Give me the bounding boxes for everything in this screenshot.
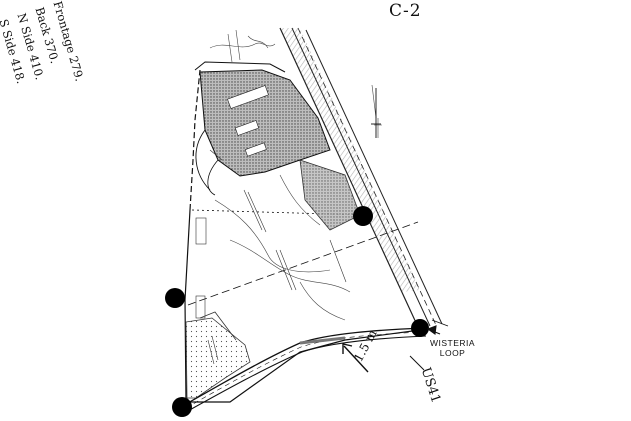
arrow-to-wisteria-icon xyxy=(426,325,441,335)
wisteria-loop-label: WISTERIA LOOP xyxy=(430,338,475,358)
north-arrow-icon xyxy=(371,88,381,138)
arrow-to-road-icon xyxy=(342,343,369,373)
access-road xyxy=(185,327,427,413)
highway-corridor xyxy=(279,27,443,328)
site-boundary xyxy=(184,69,421,403)
plan-annotations xyxy=(195,149,347,365)
parking-complex xyxy=(194,61,361,231)
sheet-id: C-2 xyxy=(389,1,422,21)
contour-lines xyxy=(209,29,382,321)
marker-dot-bottom-left xyxy=(172,397,192,417)
wisteria-line-1: WISTERIA xyxy=(430,338,476,348)
road-pointer-line xyxy=(409,355,425,371)
stippled-area xyxy=(185,311,251,399)
margin-mark xyxy=(431,319,449,327)
wisteria-line-2: LOOP xyxy=(439,348,466,358)
marker-dot-left xyxy=(165,288,185,308)
marker-dot-upper-right xyxy=(353,206,373,226)
marker-dot-lower-right xyxy=(411,319,429,337)
